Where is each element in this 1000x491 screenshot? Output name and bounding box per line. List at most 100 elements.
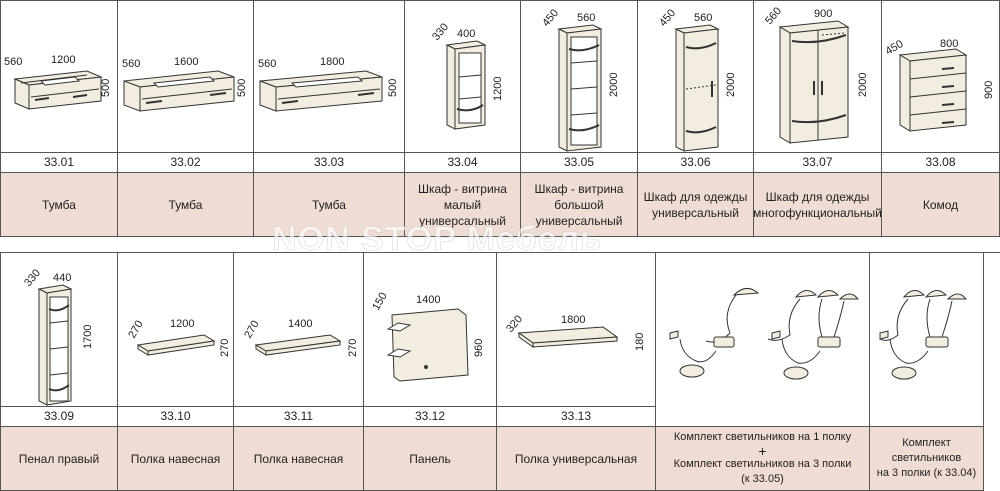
- dim-depth: 450: [540, 7, 561, 29]
- item-drawing: 450 800 900: [882, 1, 999, 153]
- dim-height: 270: [347, 339, 359, 357]
- item-drawing: 150 1400 960: [364, 253, 496, 407]
- dim-depth: 270: [126, 319, 146, 341]
- item-code: 33.07: [754, 153, 881, 173]
- dim-width: 1200: [170, 318, 194, 330]
- item-name: Пенал правый: [1, 427, 117, 491]
- item-drawing: 330 400 1200: [405, 1, 520, 153]
- dim-height: 900: [983, 81, 995, 99]
- item-33-01[interactable]: 560 1200 500 33.01 Тумба: [1, 1, 118, 237]
- item-33-07[interactable]: 560 900 2000 33.07 Шкаф для одежды много…: [753, 1, 882, 237]
- item-name: Панель: [364, 427, 496, 491]
- dim-height: 180: [634, 333, 646, 351]
- dim-depth: 330: [430, 21, 451, 43]
- dim-width: 1400: [288, 318, 312, 330]
- item-33-02[interactable]: 560 1600 500 33.02 Тумба: [118, 1, 254, 237]
- lamp-kit-drawing: [656, 253, 869, 427]
- dim-depth: 560: [258, 58, 276, 70]
- item-33-04[interactable]: 330 400 1200 33.04 Шкаф - витрина малый …: [405, 1, 521, 237]
- lamp-kit-name: Комплект светильников на 1 полку + Компл…: [656, 427, 869, 491]
- dim-depth: 330: [22, 267, 43, 289]
- catalog-row-1: 560 1200 500 33.01 Тумба 560 1600: [0, 0, 1000, 237]
- lamp-kit-drawing: [870, 253, 983, 427]
- lamp-kit-line2: Комплект светильников на 3 полки: [673, 458, 852, 470]
- dim-width: 1800: [320, 56, 344, 68]
- item-33-09[interactable]: 330 440 1700 33.09 Пенал правый: [1, 253, 118, 491]
- lamp-kit-line1: Комплект светильников на 1 полку: [673, 431, 852, 443]
- item-code: 33.09: [1, 407, 117, 427]
- item-name: Комод: [882, 173, 999, 237]
- item-drawing: 270 1200 270: [118, 253, 233, 407]
- item-code: 33.05: [521, 153, 637, 173]
- item-drawing: 270 1400 270: [234, 253, 363, 407]
- item-33-08[interactable]: 450 800 900 33.08 Комод: [882, 1, 1000, 237]
- lamp-kit2-line1: Комплект: [902, 437, 951, 449]
- item-33-03[interactable]: 560 1800 500 33.03 Тумба: [254, 1, 405, 237]
- lamp-kit-3-to-33-04[interactable]: Комплект светильников на 3 полки (к 33.0…: [870, 253, 984, 491]
- item-33-06[interactable]: 450 560 2000 33.06 Шкаф для одежды униве…: [638, 1, 754, 237]
- item-code: 33.13: [497, 407, 655, 427]
- dim-height: 1700: [82, 325, 94, 349]
- item-drawing: 560 900 2000: [754, 1, 881, 153]
- item-code: 33.11: [234, 407, 363, 427]
- item-33-05[interactable]: 450 560 2000 33.05 Шкаф - витрина большо…: [521, 1, 638, 237]
- item-drawing: 560 1600 500: [118, 1, 253, 153]
- item-33-13[interactable]: 320 1800 180 33.13 Полка универсальная: [497, 253, 656, 491]
- lamp-kit2-line3: на 3 полки (к 33.04): [876, 467, 977, 479]
- item-code: 33.01: [1, 153, 117, 173]
- dim-width: 560: [694, 12, 712, 24]
- item-drawing: 330 440 1700: [1, 253, 117, 407]
- item-code: 33.08: [882, 153, 999, 173]
- item-code: 33.12: [364, 407, 496, 427]
- dim-width: 1600: [174, 56, 198, 68]
- dim-depth: 560: [763, 5, 784, 27]
- catalog-row-2: 330 440 1700 33.09 Пенал правый 270 1200…: [0, 252, 1000, 491]
- item-name: Шкаф - витрина малый универсальный: [405, 173, 520, 237]
- dim-width: 400: [457, 28, 475, 40]
- dim-height: 2000: [725, 73, 737, 97]
- dim-width: 900: [814, 8, 832, 20]
- dim-depth: 320: [504, 313, 525, 335]
- item-code: 33.02: [118, 153, 253, 173]
- item-drawing: 450 560 2000: [638, 1, 753, 153]
- item-33-12[interactable]: 150 1400 960 33.12 Панель: [364, 253, 497, 491]
- dim-width: 1200: [51, 54, 75, 66]
- item-name: Шкаф для одежды многофункциональный: [753, 173, 882, 237]
- item-name: Полка навесная: [234, 427, 363, 491]
- plus-sign: +: [758, 443, 767, 459]
- item-33-10[interactable]: 270 1200 270 33.10 Полка навесная: [118, 253, 234, 491]
- dim-depth: 560: [4, 56, 22, 68]
- dim-height: 960: [473, 339, 485, 357]
- item-name: Тумба: [1, 173, 117, 237]
- item-code: 33.10: [118, 407, 233, 427]
- dim-width: 1800: [561, 314, 585, 326]
- item-name: Тумба: [118, 173, 253, 237]
- item-drawing: 560 1200 500: [1, 1, 117, 153]
- dim-height: 2000: [608, 73, 620, 97]
- lamp-kit-1-and-3[interactable]: Комплект светильников на 1 полку + Компл…: [656, 253, 870, 491]
- item-name: Шкаф - витрина большой универсальный: [521, 173, 637, 237]
- dim-width: 1400: [416, 294, 440, 306]
- item-drawing: 320 1800 180: [497, 253, 655, 407]
- dim-depth: 270: [242, 319, 262, 341]
- dim-width: 440: [53, 272, 71, 284]
- item-drawing: 560 1800 500: [254, 1, 404, 153]
- lamp-kit2-line2: светильников: [891, 452, 962, 464]
- dim-width: 800: [940, 38, 958, 50]
- item-name: Полка навесная: [118, 427, 233, 491]
- dim-depth: 450: [657, 7, 678, 29]
- dim-height: 1200: [492, 77, 504, 101]
- dim-depth: 560: [122, 58, 140, 70]
- dim-height: 2000: [857, 73, 869, 97]
- dim-height: 500: [387, 79, 399, 97]
- item-name: Тумба: [254, 173, 404, 237]
- item-name: Шкаф для одежды универсальный: [638, 173, 753, 237]
- item-drawing: 450 560 2000: [521, 1, 637, 153]
- item-33-11[interactable]: 270 1400 270 33.11 Полка навесная: [234, 253, 364, 491]
- item-code: 33.03: [254, 153, 404, 173]
- dim-width: 560: [577, 12, 595, 24]
- dim-depth: 150: [370, 291, 390, 313]
- item-code: 33.04: [405, 153, 520, 173]
- lamp-kit-line3: (к 33.05): [741, 473, 784, 485]
- dim-height: 270: [219, 339, 231, 357]
